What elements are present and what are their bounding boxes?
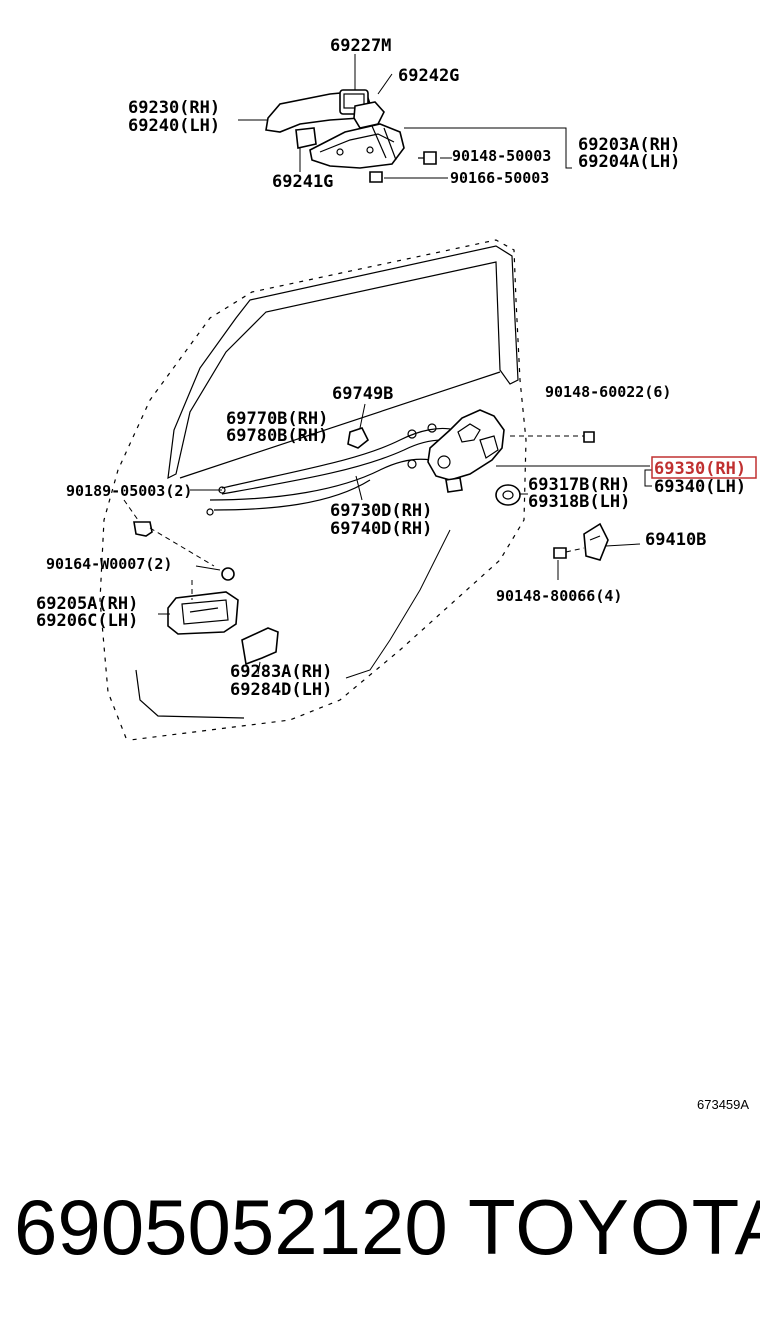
- label-69730D: 69730D(RH): [330, 501, 432, 521]
- label-69749B: 69749B: [332, 384, 393, 404]
- label-69203A: 69203A(RH): [578, 135, 680, 155]
- door-outline: [99, 239, 527, 741]
- label-69241G: 69241G: [272, 172, 333, 192]
- label-69318B: 69318B(LH): [528, 492, 630, 512]
- label-69227M: 69227M: [330, 36, 391, 56]
- cables: [206, 423, 459, 516]
- part-number: 6905052120: [14, 1183, 448, 1271]
- label-69240: 69240(LH): [128, 116, 220, 136]
- label-69206C: 69206C(LH): [36, 611, 138, 631]
- label-69284D: 69284D(LH): [230, 680, 332, 700]
- striker-assembly: [553, 522, 641, 580]
- label-69242G: 69242G: [398, 66, 459, 86]
- highlight-box: [651, 456, 757, 479]
- label-69317B: 69317B(RH): [528, 475, 630, 495]
- label-69283A: 69283A(RH): [230, 662, 332, 682]
- label-69330-highlighted: 69330(RH): [654, 459, 746, 479]
- label-90164-W0007: 90164-W0007(2): [46, 555, 172, 573]
- part-labels: 69227M 69242G 69230(RH) 69240(LH) 69203A…: [36, 36, 757, 1112]
- label-69410B: 69410B: [645, 530, 706, 550]
- label-90189-05003: 90189-05003(2): [66, 482, 192, 500]
- label-69204A: 69204A(LH): [578, 152, 680, 172]
- inside-handle-assembly: [123, 403, 451, 679]
- outside-handle-assembly: [238, 54, 572, 183]
- door-lock-assembly: [427, 409, 652, 506]
- label-90166-50003: 90166-50003: [450, 169, 549, 187]
- label-69340: 69340(LH): [654, 477, 746, 497]
- label-90148-50003: 90148-50003: [452, 147, 551, 165]
- label-69740D: 69740D(RH): [330, 519, 432, 539]
- label-69230: 69230(RH): [128, 98, 220, 118]
- label-69205A: 69205A(RH): [36, 594, 138, 614]
- label-69770B: 69770B(RH): [226, 409, 328, 429]
- diagram-code: 673459A: [697, 1097, 749, 1112]
- label-90148-80066: 90148-80066(4): [496, 587, 622, 605]
- brand-name: TOYOTA: [468, 1183, 760, 1271]
- label-69780B: 69780B(RH): [226, 426, 328, 446]
- label-90148-60022: 90148-60022(6): [545, 383, 671, 401]
